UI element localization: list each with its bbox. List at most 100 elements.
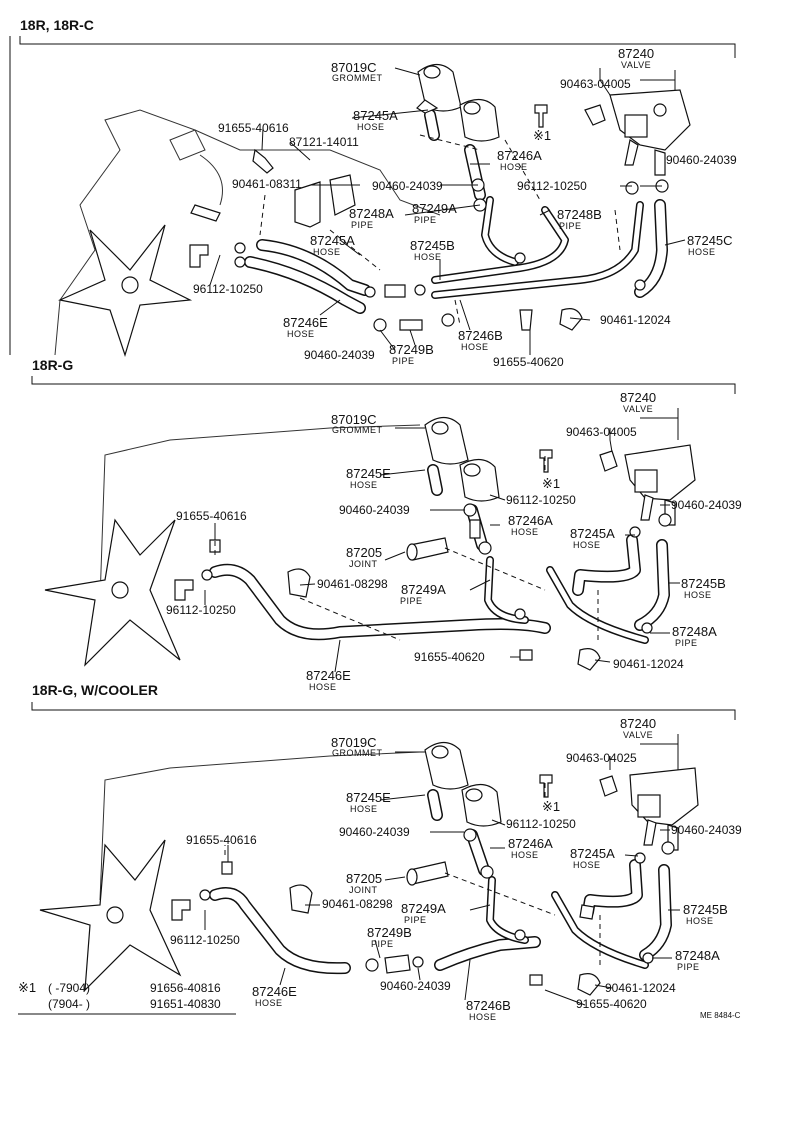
svg-text:87240: 87240 <box>618 46 654 61</box>
svg-text:HOSE: HOSE <box>357 122 385 132</box>
valve-87240 <box>624 444 696 526</box>
leader-lines <box>204 734 680 1006</box>
svg-text:HOSE: HOSE <box>309 682 337 692</box>
svg-text:87240: 87240 <box>620 390 656 405</box>
svg-text:90461-12024: 90461-12024 <box>613 657 684 671</box>
svg-text:87246E: 87246E <box>283 315 328 330</box>
svg-text:JOINT: JOINT <box>349 559 378 569</box>
svg-text:VALVE: VALVE <box>623 730 653 740</box>
hose-87245b <box>634 539 670 631</box>
svg-text:GROMMET: GROMMET <box>332 73 383 83</box>
svg-text:PIPE: PIPE <box>559 221 582 231</box>
footnote-pn: 91651-40830 <box>150 997 221 1011</box>
leader-lines <box>204 408 680 673</box>
svg-text:87249B: 87249B <box>389 342 434 357</box>
svg-text:HOSE: HOSE <box>684 590 712 600</box>
svg-text:91655-40620: 91655-40620 <box>576 997 647 1011</box>
svg-text:HOSE: HOSE <box>350 804 378 814</box>
svg-text:HOSE: HOSE <box>469 1012 497 1022</box>
section-title: 18R, 18R-C <box>20 17 94 33</box>
hose-87245a-upper <box>424 109 440 141</box>
part-label: 90463-04025 <box>566 751 637 765</box>
part-label: 90460-24039 <box>380 979 451 993</box>
svg-text:87246E: 87246E <box>306 668 351 683</box>
joint-87205 <box>406 537 449 561</box>
footnote-range: ( -7904) <box>48 981 90 995</box>
svg-text:87245A: 87245A <box>570 846 615 861</box>
part-label: 90460-24039 <box>339 503 410 517</box>
svg-text:87249A: 87249A <box>401 901 446 916</box>
svg-text:87248B: 87248B <box>557 207 602 222</box>
svg-text:90460-24039: 90460-24039 <box>339 503 410 517</box>
part-label: 96112-10250 <box>193 282 263 296</box>
part-label: 91655-40616 <box>218 121 289 135</box>
hose-87246b <box>434 936 541 971</box>
svg-text:HOSE: HOSE <box>573 540 601 550</box>
svg-text:87245E: 87245E <box>346 466 391 481</box>
svg-text:VALVE: VALVE <box>621 60 651 70</box>
part-label: 91655-40620 <box>493 355 564 369</box>
part-label: 90461-08298 <box>322 897 393 911</box>
svg-text:87245C: 87245C <box>687 233 733 248</box>
grommet-87019c-a <box>416 63 462 114</box>
svg-text:※1: ※1 <box>542 476 560 491</box>
svg-text:HOSE: HOSE <box>573 860 601 870</box>
svg-text:90460-24039: 90460-24039 <box>372 179 443 193</box>
hose-87245c <box>634 199 668 298</box>
part-label: ※1 <box>542 799 560 814</box>
svg-text:HOSE: HOSE <box>511 527 539 537</box>
svg-text:87245A: 87245A <box>353 108 398 123</box>
hose-87246e <box>209 563 551 641</box>
part-label: 87121-14011 <box>289 135 359 149</box>
svg-text:PIPE: PIPE <box>400 596 423 606</box>
svg-text:87245E: 87245E <box>346 790 391 805</box>
svg-text:HOSE: HOSE <box>686 916 714 926</box>
svg-text:96112-10250: 96112-10250 <box>170 933 240 947</box>
leader-lines <box>209 67 686 355</box>
svg-text:PIPE: PIPE <box>371 939 394 949</box>
valve-87240 <box>609 89 691 176</box>
cooling-fan <box>39 839 182 992</box>
svg-text:91655-40616: 91655-40616 <box>186 833 257 847</box>
svg-text:87249A: 87249A <box>401 582 446 597</box>
part-label: 96112-10250 <box>517 179 587 193</box>
engine-outline <box>99 424 421 601</box>
svg-text:96112-10250: 96112-10250 <box>506 493 576 507</box>
section-18r-18rc: 18R, 18R-C <box>9 17 737 369</box>
svg-text:91655-40616: 91655-40616 <box>218 121 289 135</box>
engine-outline <box>54 109 441 356</box>
svg-text:90461-12024: 90461-12024 <box>600 313 671 327</box>
svg-text:HOSE: HOSE <box>313 247 341 257</box>
svg-text:87246A: 87246A <box>508 836 553 851</box>
svg-text:87246E: 87246E <box>252 984 297 999</box>
svg-text:PIPE: PIPE <box>351 220 374 230</box>
pipe-87249a <box>481 196 519 266</box>
clamp-90461-08298 <box>287 568 311 598</box>
svg-text:91655-40620: 91655-40620 <box>414 650 485 664</box>
fittings <box>171 774 675 996</box>
part-label: 96112-10250 <box>170 933 240 947</box>
part-label: 90460-24039 <box>372 179 443 193</box>
svg-text:90461-12024: 90461-12024 <box>605 981 676 995</box>
svg-text:HOSE: HOSE <box>350 480 378 490</box>
pipe-87248a <box>551 891 649 969</box>
svg-text:87205: 87205 <box>346 871 382 886</box>
part-label: 90460-24039 <box>339 825 410 839</box>
clamp-90461-08298 <box>289 884 313 914</box>
